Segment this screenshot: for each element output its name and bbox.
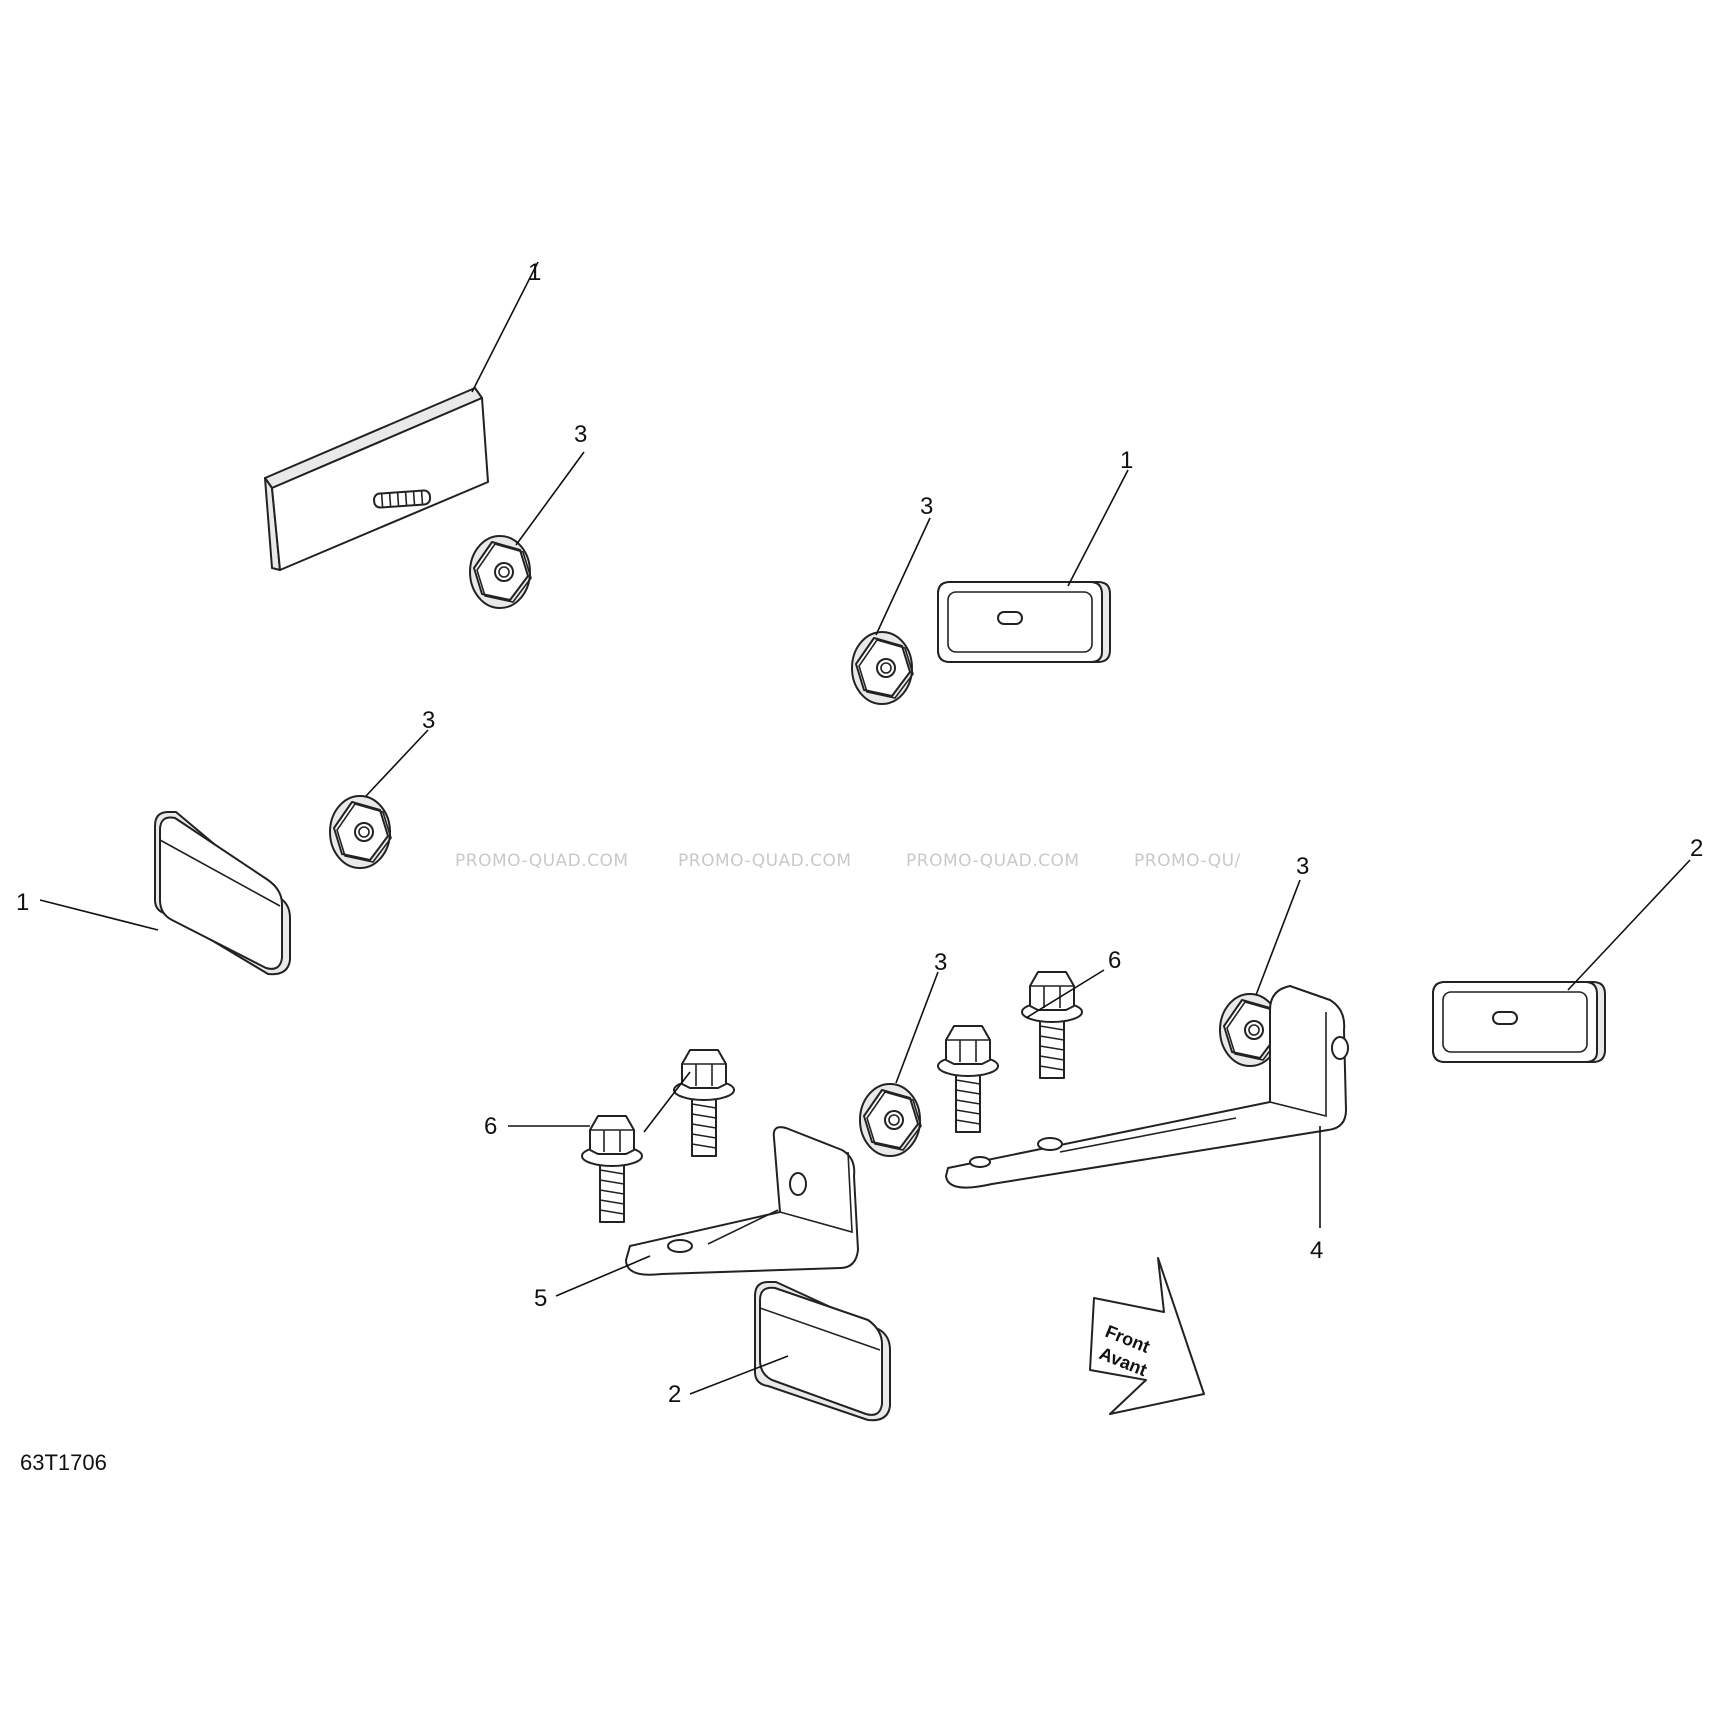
callout-reflector-top-left: 1 bbox=[528, 259, 541, 286]
watermark: PROMO-QUAD.COM PROMO-QUAD.COM PROMO-QUAD… bbox=[455, 851, 1241, 871]
bracket-right bbox=[945, 985, 1349, 1189]
direction-arrow: Front Avant bbox=[1089, 1257, 1205, 1415]
reflector-long-top-left bbox=[264, 387, 489, 571]
watermark-text-4: PROMO-QU/ bbox=[1134, 851, 1241, 871]
leader-nut-center bbox=[895, 971, 939, 1084]
leader-reflector-bottom bbox=[689, 1355, 789, 1395]
callout-nut-top: 3 bbox=[574, 421, 587, 448]
hex-nut-mid bbox=[851, 631, 914, 705]
callout-reflector-left: 1 bbox=[16, 889, 29, 916]
leader-reflector-top-left bbox=[471, 261, 539, 393]
bracket-left bbox=[625, 1126, 859, 1276]
callout-nut-right: 3 bbox=[1296, 853, 1309, 880]
hex-nut-top bbox=[469, 535, 532, 609]
callout-bracket-right: 4 bbox=[1310, 1237, 1323, 1264]
callout-nut-mid: 3 bbox=[920, 493, 933, 520]
callout-bracket-left: 5 bbox=[534, 1285, 547, 1312]
leader-reflector-mid-right bbox=[1067, 469, 1129, 587]
reflector-bottom bbox=[754, 1281, 891, 1422]
leader-nut-right bbox=[1255, 879, 1301, 996]
leader-bolt-left-b bbox=[643, 1071, 691, 1133]
leader-nut-top bbox=[515, 451, 585, 546]
flange-bolt-right-rear bbox=[1021, 971, 1083, 1079]
callout-reflector-bottom: 2 bbox=[668, 1381, 681, 1408]
leader-nut-left bbox=[365, 729, 429, 797]
figure-id: 63T1706 bbox=[20, 1450, 107, 1475]
callout-bolt-left: 6 bbox=[484, 1113, 497, 1140]
leader-bolt-right bbox=[1025, 969, 1105, 1019]
callout-reflector-mid-right: 1 bbox=[1120, 447, 1133, 474]
callout-reflector-right: 2 bbox=[1690, 835, 1703, 862]
callout-bolt-right: 6 bbox=[1108, 947, 1121, 974]
callout-nut-center: 3 bbox=[934, 949, 947, 976]
reflector-left bbox=[154, 811, 291, 976]
flange-bolt-left-rear bbox=[673, 1049, 735, 1157]
hex-nut-center bbox=[859, 1083, 922, 1157]
leader-reflector-right bbox=[1567, 859, 1691, 991]
flange-bolt-right-front bbox=[937, 1025, 999, 1133]
watermark-text-1: PROMO-QUAD.COM bbox=[455, 851, 629, 871]
leader-bracket-left bbox=[555, 1255, 651, 1297]
leader-nut-mid bbox=[875, 517, 931, 636]
callout-nut-left: 3 bbox=[422, 707, 435, 734]
reflector-right bbox=[1432, 981, 1606, 1063]
hex-nut-left bbox=[329, 795, 392, 869]
flange-bolt-left-front bbox=[581, 1115, 643, 1223]
watermark-text-2: PROMO-QUAD.COM bbox=[678, 851, 852, 871]
leader-reflector-left bbox=[39, 899, 159, 931]
reflector-mid-right bbox=[937, 581, 1111, 663]
watermark-text-3: PROMO-QUAD.COM bbox=[906, 851, 1080, 871]
